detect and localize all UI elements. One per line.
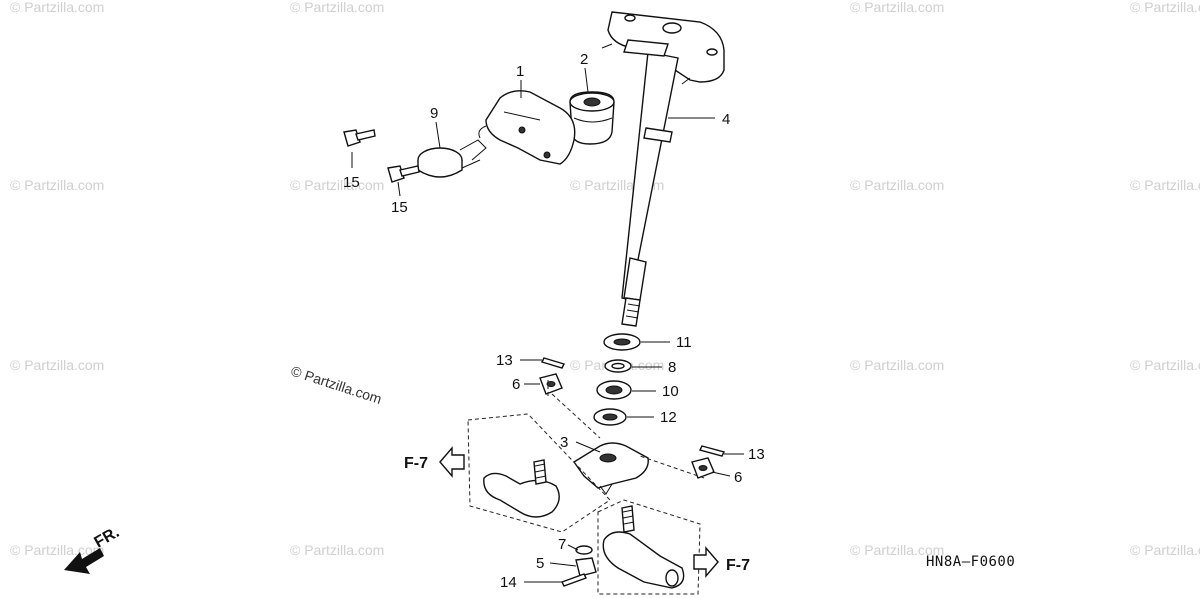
callout-9: 9 (430, 105, 438, 122)
watermark: © Partzilla.com (10, 0, 104, 15)
tie-rod-end-part[interactable] (467, 413, 611, 533)
washer-part[interactable] (604, 359, 632, 373)
callout-3: 3 (560, 434, 568, 451)
arrow-right-icon (693, 546, 719, 578)
clamp-part[interactable] (417, 139, 487, 178)
bushing-part[interactable] (569, 91, 615, 145)
watermark: © Partzilla.com (10, 177, 104, 193)
nut-part[interactable] (691, 457, 715, 479)
watermark: © Partzilla.com (850, 542, 944, 558)
callout-12: 12 (660, 409, 677, 426)
callout-2: 2 (580, 51, 588, 68)
watermark: © Partzilla.com (290, 0, 384, 15)
callout-15: 15 (391, 199, 408, 216)
callout-7: 7 (558, 536, 566, 553)
watermark-layer: © Partzilla.com © Partzilla.com © Partzi… (10, 0, 1200, 558)
callout-6: 6 (512, 376, 520, 393)
bearing-part[interactable] (603, 333, 641, 351)
holder-plate-part[interactable] (478, 90, 576, 165)
watermark: © Partzilla.com (1130, 0, 1200, 15)
watermark: © Partzilla.com (290, 542, 384, 558)
watermark: © Partzilla.com (10, 542, 104, 558)
reference-left[interactable]: F-7 (404, 446, 465, 478)
callout-15: 15 (343, 174, 360, 191)
callout-5: 5 (536, 555, 544, 572)
watermark: © Partzilla.com (850, 177, 944, 193)
callout-11: 11 (676, 334, 692, 351)
watermark: © Partzilla.com (290, 177, 384, 193)
callout-14: 14 (500, 574, 517, 591)
steering-arm-part[interactable] (572, 442, 649, 495)
cotter-pin-part[interactable] (698, 445, 726, 457)
callout-4: 4 (722, 111, 730, 128)
callout-1: 1 (516, 63, 524, 80)
steering-shaft-part[interactable] (601, 11, 725, 327)
callout-6: 6 (734, 469, 742, 486)
front-arrow-icon (64, 548, 104, 574)
watermark: © Partzilla.com (850, 357, 944, 373)
nut-part[interactable] (575, 557, 597, 577)
watermark: © Partzilla.com (1130, 357, 1200, 373)
watermark: © Partzilla.com (1130, 542, 1200, 558)
watermark: © Partzilla.com (850, 0, 944, 15)
reference-label: F-7 (726, 557, 750, 574)
reference-label: F-7 (404, 455, 428, 472)
bolt-part[interactable] (387, 165, 420, 183)
callout-13: 13 (748, 446, 765, 463)
leader-lines (351, 67, 744, 583)
callout-13: 13 (496, 352, 513, 369)
reference-right[interactable]: F-7 (693, 546, 750, 578)
cotter-pin-part[interactable] (541, 357, 565, 369)
bearing-part[interactable] (596, 380, 632, 400)
seal-part[interactable] (593, 408, 627, 426)
bolt-part[interactable] (343, 129, 376, 147)
nut-part[interactable] (539, 373, 563, 395)
diagram-code: HN8A—F0600 (926, 554, 1015, 570)
callout-10: 10 (662, 383, 679, 400)
partzilla-watermark: © Partzilla.com (289, 363, 384, 407)
tie-rod-end-part[interactable] (597, 499, 701, 595)
callout-8: 8 (668, 359, 676, 376)
washer-part[interactable] (575, 545, 593, 555)
watermark: © Partzilla.com (1130, 177, 1200, 193)
cotter-pin-part[interactable] (561, 573, 587, 587)
watermark: © Partzilla.com (10, 357, 104, 373)
arrow-left-icon (439, 446, 465, 478)
